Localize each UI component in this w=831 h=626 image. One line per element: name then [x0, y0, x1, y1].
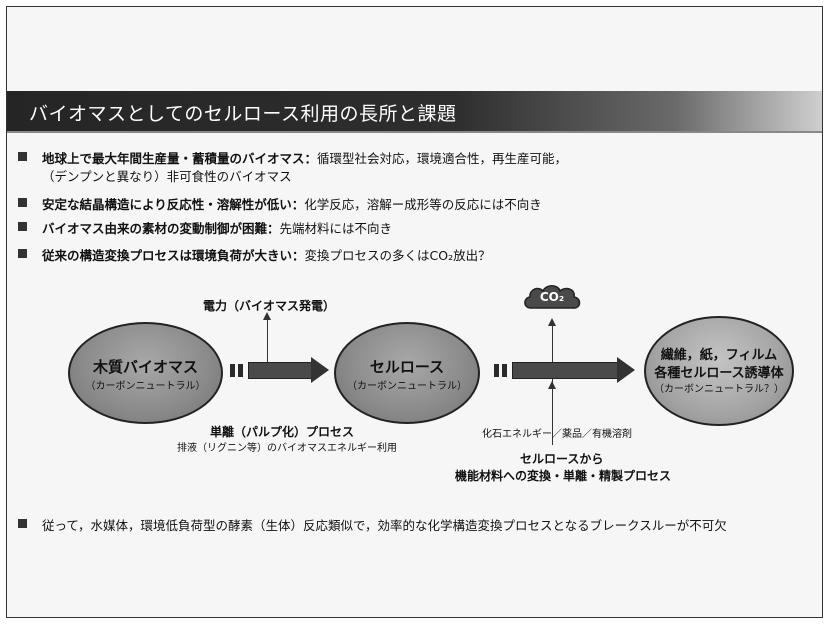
arrow-right-icon — [617, 357, 635, 383]
power-label: 電力（バイオマス発電） — [203, 299, 336, 313]
arrow-dash — [502, 364, 507, 377]
arrow-body — [512, 362, 618, 379]
arrow-dash — [230, 364, 235, 377]
arrow-up-icon — [548, 381, 556, 389]
bullet-square-icon — [18, 249, 27, 258]
products-line1: 繊維，紙，フィルム — [660, 348, 778, 363]
slide-title: バイオマスとしてのセルロース利用の長所と課題 — [29, 103, 457, 125]
bullet-body: 先端材料には不向き — [279, 221, 393, 236]
conclusion-text: 従って，水媒体，環境低負荷型の酵素（生体）反応類似で，効率的な化学構造変換プロセ… — [42, 518, 727, 533]
co2-line — [552, 325, 553, 385]
arrow-dash — [238, 364, 243, 377]
bullet-head: バイオマス由来の素材の変動制御が困難： — [42, 221, 280, 236]
products-sub: （カーボンニュートラル？） — [654, 384, 784, 395]
products-line2: 各種セルロース誘導体 — [654, 366, 784, 381]
wood-title: 木質バイオマス — [92, 358, 198, 376]
arrow-dash — [494, 364, 499, 377]
cellulose-sub: （カーボンニュートラル） — [347, 381, 467, 392]
pulp-label: 単離（パルプ化）プロセス — [210, 425, 355, 439]
bullet-square-icon — [18, 222, 27, 231]
arrow-up-icon — [263, 312, 271, 320]
arrow-right-icon — [311, 357, 329, 383]
process-line — [552, 385, 553, 445]
co2-cloud-icon — [524, 285, 581, 309]
bullet-head: 従来の構造変換プロセスは環境負荷が大きい： — [42, 248, 305, 263]
wood-sub: （カーボンニュートラル） — [85, 381, 206, 392]
bullet-head: 地球上で最大年間生産量・蓄積量のバイオマス： — [42, 151, 318, 166]
cellulose-title: セルロース — [369, 358, 445, 376]
title-bar: バイオマスとしてのセルロース利用の長所と課題 — [7, 91, 822, 133]
fossil-label: 化石エネルギー／薬品／有機溶剤 — [482, 429, 632, 440]
process-label-2: 機能材料への変換・単離・精製プロセス — [455, 469, 672, 483]
process-label-1: セルロースから — [520, 452, 604, 466]
bullet-square-icon — [18, 198, 27, 207]
power-line — [267, 318, 268, 370]
wood-biomass-ellipse: 木質バイオマス （カーボンニュートラル） — [68, 322, 223, 424]
cellulose-ellipse: セルロース （カーボンニュートラル） — [334, 322, 480, 424]
pulp-sub: 排液（リグニン等）のバイオマスエネルギー利用 — [177, 443, 397, 454]
co2-label: CO₂ — [539, 290, 565, 304]
bullet-body: 化学反応，溶解ー成形等の反応には不向き — [304, 197, 542, 212]
bullet-body: 循環型社会対応，環境適合性，再生産可能， — [317, 151, 568, 166]
bullet-body: 変換プロセスの多くはCO₂放出？ — [304, 248, 491, 263]
products-ellipse: 繊維，紙，フィルム 各種セルロース誘導体 （カーボンニュートラル？） — [644, 316, 794, 426]
bullet-square-icon — [18, 152, 27, 161]
arrow-body — [248, 362, 312, 379]
arrow-up-icon — [548, 318, 556, 326]
bullet-head: 安定な結晶構造により反応性・溶解性が低い： — [42, 197, 305, 212]
bullet-sub: （デンプンと異なり）非可食性のバイオマス — [42, 169, 292, 184]
slide: バイオマスとしてのセルロース利用の長所と課題 — [6, 6, 823, 618]
bullet-square-icon — [18, 519, 27, 528]
